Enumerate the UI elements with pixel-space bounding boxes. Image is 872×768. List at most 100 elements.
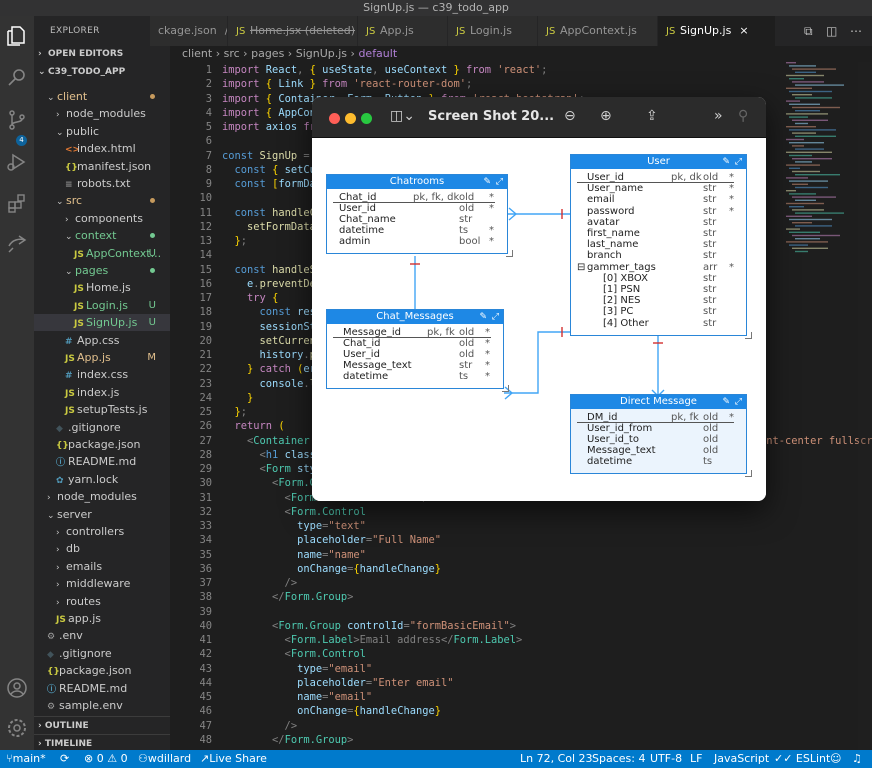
sidebar-toggle-icon[interactable]: ◫⌄	[390, 108, 415, 124]
code-line[interactable]: onChange={handleChange}	[222, 704, 441, 718]
sync-icon[interactable]: ⟳	[60, 752, 70, 765]
tree-item[interactable]: ≡robots.txt	[34, 175, 170, 192]
language-mode[interactable]: JavaScript	[714, 752, 770, 765]
tree-item[interactable]: {}package.json	[34, 436, 170, 453]
tree-item[interactable]: ◆.gitignore	[34, 645, 170, 662]
code-line[interactable]: <Form.Control	[222, 647, 366, 661]
tree-item[interactable]: ›middleware	[34, 575, 170, 592]
account-icon[interactable]	[5, 676, 29, 700]
tree-item[interactable]: ◆.gitignore	[34, 419, 170, 436]
project-root[interactable]: ⌄C39_TODO_APP	[34, 64, 170, 81]
tree-item[interactable]: ⌄client	[34, 88, 170, 105]
search-icon[interactable]	[5, 66, 29, 90]
tree-item[interactable]: ›db	[34, 540, 170, 557]
resize-handle[interactable]	[745, 470, 752, 477]
end-of-line[interactable]: LF	[690, 752, 703, 765]
encoding[interactable]: UTF-8	[650, 752, 683, 765]
tree-item[interactable]: ›node_modules	[34, 105, 170, 122]
problems-indicator[interactable]: ⊗ 0 ⚠ 0	[84, 752, 128, 765]
code-line[interactable]: import React, { useState, useContext } f…	[222, 63, 547, 77]
collapse-toggle-icon[interactable]: ⊟	[577, 261, 586, 273]
code-line[interactable]: type="email"	[222, 662, 372, 676]
more-toolbar-icon[interactable]: »	[714, 108, 723, 124]
close-tab-icon[interactable]: ×	[739, 24, 749, 37]
notifications-bell-icon[interactable]: ♫	[852, 752, 862, 765]
tree-item[interactable]: {}manifest.json	[34, 158, 170, 175]
editor-scrollbar[interactable]	[858, 62, 872, 750]
search-icon[interactable]: ⚲	[738, 108, 749, 124]
timeline-section[interactable]: › TIMELINE	[34, 734, 170, 750]
more-actions-icon[interactable]: ⋯	[850, 24, 862, 38]
resize-handle[interactable]	[502, 385, 509, 392]
outline-section[interactable]: › OUTLINE	[34, 716, 170, 734]
breadcrumb-item[interactable]: SignUp.js	[295, 47, 348, 60]
minimap[interactable]	[784, 62, 856, 262]
tree-item[interactable]: ›routes	[34, 593, 170, 610]
code-line[interactable]: return (	[222, 419, 285, 433]
code-line[interactable]: placeholder="Full Name"	[222, 533, 441, 547]
code-line[interactable]: />	[222, 719, 298, 733]
code-line[interactable]: onChange={handleChange}	[222, 562, 441, 576]
cursor-position[interactable]: Ln 72, Col 23	[520, 752, 593, 765]
er-table-header[interactable]: Chatrooms✎⤢	[327, 175, 507, 189]
tree-item[interactable]: ⌄public	[34, 123, 170, 140]
breadcrumb-item[interactable]: src	[223, 47, 240, 60]
code-line[interactable]: type="text"	[222, 519, 366, 533]
tree-item[interactable]: #index.css	[34, 366, 170, 383]
code-line[interactable]: </Form.Group>	[222, 590, 353, 604]
code-line[interactable]: name="name"	[222, 548, 366, 562]
code-line[interactable]: import { Link } from 'react-router-dom';	[222, 77, 472, 91]
code-line[interactable]: <Form.Label>Email address</Form.Label>	[222, 633, 523, 647]
code-line[interactable]: }	[222, 391, 253, 405]
tree-item[interactable]: ⌄src	[34, 192, 170, 209]
tree-item[interactable]: ✿yarn.lock	[34, 471, 170, 488]
expand-icon[interactable]: ⤢	[734, 397, 742, 407]
code-line[interactable]: />	[222, 576, 298, 590]
compare-icon[interactable]: ⧉	[804, 24, 813, 38]
run-debug-icon[interactable]	[5, 150, 29, 174]
edit-pencil-icon[interactable]: ✎	[483, 177, 491, 187]
tree-item[interactable]: ⌄server	[34, 506, 170, 523]
expand-icon[interactable]: ⤢	[495, 177, 503, 187]
breadcrumb-item[interactable]: pages	[251, 47, 285, 60]
extensions-icon[interactable]	[5, 192, 29, 216]
tree-item[interactable]: {}package.json	[34, 662, 170, 679]
close-window-button[interactable]	[329, 113, 340, 124]
code-line[interactable]: <Form.Group controlId="formBasicEmail">	[222, 619, 516, 633]
tree-item[interactable]: <>index.html	[34, 140, 170, 157]
tree-item[interactable]: ⚙sample.env	[34, 697, 170, 714]
git-branch[interactable]: ⑂ main*	[6, 750, 46, 768]
live-share[interactable]: ↗ Live Share	[200, 750, 267, 768]
code-line[interactable]: };	[222, 234, 248, 248]
edit-pencil-icon[interactable]: ✎	[722, 397, 730, 407]
resize-handle[interactable]	[745, 331, 752, 339]
explorer-icon[interactable]	[5, 24, 29, 48]
tree-item[interactable]: ›emails	[34, 558, 170, 575]
code-line[interactable]: };	[222, 405, 248, 419]
er-table-header[interactable]: Chat_Messages✎⤢	[327, 310, 503, 324]
code-line[interactable]: placeholder="Enter email"	[222, 676, 453, 690]
tree-item[interactable]: ⌄pages	[34, 262, 170, 279]
tree-item[interactable]: ›node_modules	[34, 488, 170, 505]
code-line[interactable]: try {	[222, 291, 278, 305]
settings-gear-icon[interactable]	[5, 716, 29, 740]
tree-item[interactable]: ⌄context	[34, 227, 170, 244]
tree-item[interactable]: #App.css	[34, 332, 170, 349]
zoom-out-icon[interactable]: ⊖	[564, 108, 576, 124]
resize-handle[interactable]	[506, 250, 513, 257]
breadcrumb-item[interactable]: client	[182, 47, 213, 60]
share-icon[interactable]: ⇪	[646, 108, 658, 124]
